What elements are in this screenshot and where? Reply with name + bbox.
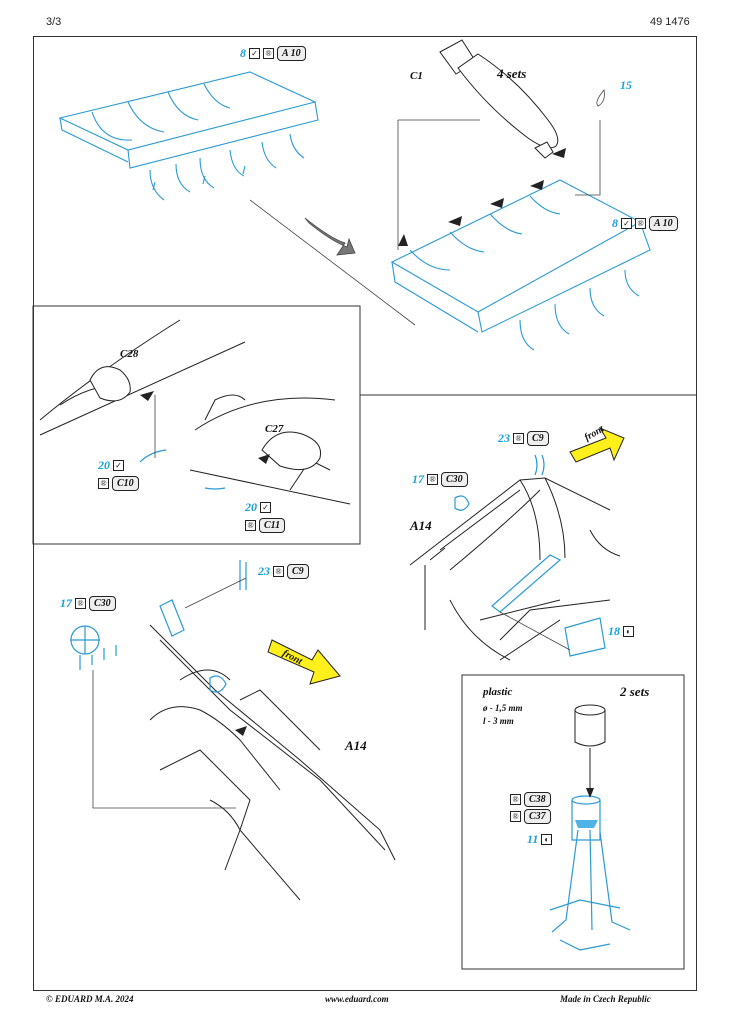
callout-18: 18 ◐ bbox=[608, 624, 634, 639]
callout-number: 23 bbox=[258, 564, 270, 578]
callout-number: 20 bbox=[98, 458, 110, 472]
part-ref: C38 bbox=[524, 792, 551, 807]
bend-icon: ✓ bbox=[260, 502, 271, 513]
callout-15: 15 bbox=[620, 78, 632, 92]
part-icon: ® bbox=[98, 478, 109, 489]
part-icon: ® bbox=[245, 520, 256, 531]
part-ref: C9 bbox=[527, 431, 549, 446]
bend-icon: ✓ bbox=[621, 218, 632, 229]
callout-number: 17 bbox=[60, 596, 72, 610]
footer-website[interactable]: www.eduard.com bbox=[325, 994, 389, 1004]
label-c1: C1 bbox=[410, 70, 423, 82]
callout-number: 8 bbox=[612, 216, 618, 230]
callout-number: 17 bbox=[412, 472, 424, 486]
footer-made-in: Made in Czech Republic bbox=[560, 994, 651, 1004]
length-label: l - 3 mm bbox=[483, 716, 514, 726]
callout-8-a10-top: 8 ✓ ® A 10 bbox=[240, 46, 306, 61]
bend-icon: ✓ bbox=[249, 48, 260, 59]
part-ref: A 10 bbox=[277, 46, 306, 61]
label-2-sets: 2 sets bbox=[620, 684, 650, 699]
callout-number: 23 bbox=[498, 431, 510, 445]
material-label: plastic bbox=[483, 686, 513, 698]
part-ref: C10 bbox=[112, 476, 139, 491]
callout-11: 11 ◐ bbox=[527, 832, 553, 847]
part-ref: C30 bbox=[89, 596, 116, 611]
callout-c11-ref: ® C11 bbox=[245, 518, 286, 533]
part-icon: ® bbox=[635, 218, 646, 229]
callout-17-c30-right: 17 ® C30 bbox=[412, 472, 468, 487]
part-ref: A 10 bbox=[649, 216, 678, 231]
callout-c10-ref: ® C10 bbox=[98, 476, 139, 491]
part-icon: ® bbox=[75, 598, 86, 609]
callout-20-c11: 20 ✓ bbox=[245, 500, 271, 515]
part-ref: C37 bbox=[524, 809, 551, 824]
callout-number: 20 bbox=[245, 500, 257, 514]
callout-17-c30-left: 17 ® C30 bbox=[60, 596, 116, 611]
part-icon: ® bbox=[513, 433, 524, 444]
label-a14-left: A14 bbox=[345, 738, 367, 753]
paint-icon: ◐ bbox=[541, 834, 553, 845]
callout-number: 8 bbox=[240, 46, 246, 60]
page-number: 3/3 bbox=[46, 16, 62, 28]
callout-23-c9-left: 23 ® C9 bbox=[258, 564, 309, 579]
part-icon: ® bbox=[510, 794, 521, 805]
callout-number: 18 bbox=[608, 624, 620, 638]
label-c28: C28 bbox=[120, 348, 139, 360]
product-code: 49 1476 bbox=[650, 16, 690, 28]
callout-20-c10: 20 ✓ bbox=[98, 458, 124, 473]
footer-copyright: © EDUARD M.A. 2024 bbox=[46, 994, 134, 1004]
callout-c37: ® C37 bbox=[510, 809, 551, 824]
callout-8-a10-right: 8 ✓ ® A 10 bbox=[612, 216, 678, 231]
part-icon: ® bbox=[427, 474, 438, 485]
callout-c38: ® C38 bbox=[510, 792, 551, 807]
callout-23-c9-right: 23 ® C9 bbox=[498, 431, 549, 446]
part-icon: ® bbox=[273, 566, 284, 577]
part-icon: ® bbox=[510, 811, 521, 822]
paint-icon: ◐ bbox=[623, 626, 634, 637]
label-a14-right: A14 bbox=[410, 518, 432, 533]
part-ref: C11 bbox=[259, 518, 286, 533]
label-c27: C27 bbox=[265, 423, 284, 435]
part-ref: C9 bbox=[287, 564, 309, 579]
diameter-label: ø - 1,5 mm bbox=[483, 703, 523, 713]
label-4-sets: 4 sets bbox=[497, 66, 527, 81]
part-ref: C30 bbox=[441, 472, 468, 487]
bend-icon: ✓ bbox=[113, 460, 124, 471]
part-icon: ® bbox=[263, 48, 274, 59]
callout-number: 11 bbox=[527, 832, 539, 846]
